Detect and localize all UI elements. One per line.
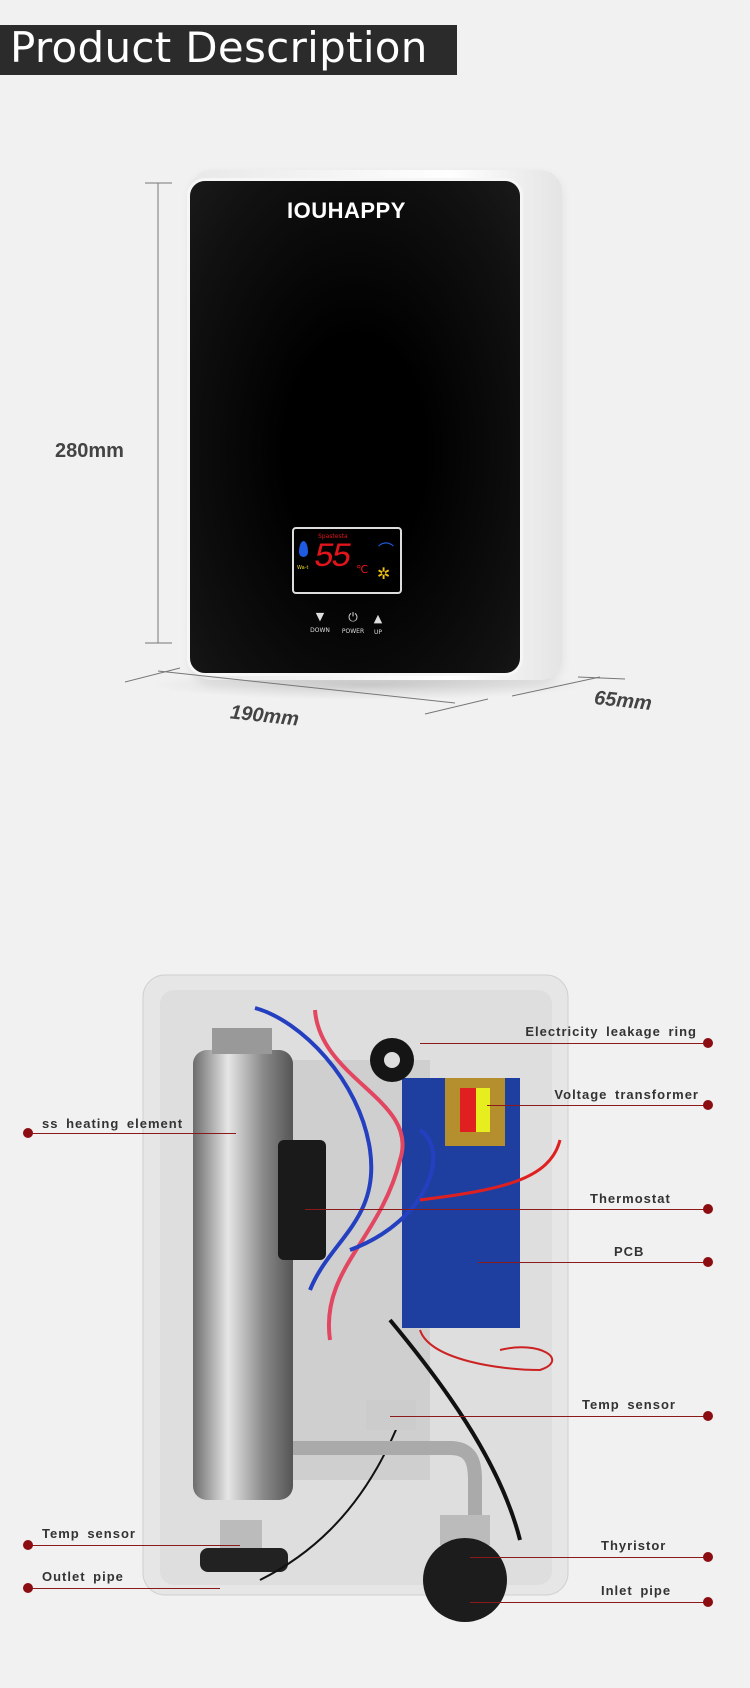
page-title: Product Description — [10, 23, 428, 72]
chevron-up-icon: ▲ — [373, 612, 383, 625]
callout-dot — [23, 1540, 33, 1550]
product-front-view: IOUHAPPY Spastesta Wa-t 55 ℃ ⌒ ✲ ▼ DOWN … — [0, 150, 750, 850]
down-label: DOWN — [310, 627, 330, 634]
callout-thyristor: Thyristor — [601, 1538, 667, 1553]
callout-outlet-pipe: Outlet pipe — [42, 1569, 124, 1584]
callout-line — [28, 1588, 220, 1589]
callout-line — [305, 1209, 708, 1210]
callout-electricity-leakage-ring: Electricity leakage ring — [525, 1024, 697, 1039]
callout-pcb: PCB — [614, 1244, 645, 1259]
power-button[interactable]: ⏻ POWER — [338, 610, 368, 635]
callout-dot — [703, 1204, 713, 1214]
callout-thermostat: Thermostat — [590, 1191, 671, 1206]
flame-icon — [299, 541, 308, 557]
callout-dot — [703, 1597, 713, 1607]
callout-dot — [703, 1100, 713, 1110]
callout-dot — [703, 1257, 713, 1267]
up-label: UP — [373, 629, 382, 636]
callout-ss-heating-element: ss heating element — [42, 1116, 184, 1131]
temperature-value: 55 — [314, 539, 352, 577]
brand-logo: IOUHAPPY — [287, 198, 406, 223]
callout-inlet-pipe: Inlet pipe — [601, 1583, 672, 1598]
down-button[interactable]: ▼ DOWN — [307, 610, 333, 634]
power-icon: ⏻ — [348, 610, 358, 624]
display-mode-text: Spastesta — [318, 533, 348, 540]
callout-dot — [23, 1583, 33, 1593]
temperature-display: Spastesta Wa-t 55 ℃ ⌒ ✲ — [292, 527, 402, 594]
callout-line — [478, 1262, 708, 1263]
callout-temp-sensor-right: Temp sensor — [582, 1397, 676, 1412]
callout-temp-sensor-left: Temp sensor — [42, 1526, 136, 1541]
callout-line — [487, 1105, 708, 1106]
callout-line — [28, 1133, 236, 1134]
internals-view: Electricity leakage ring Voltage transfo… — [0, 960, 750, 1688]
temperature-unit: ℃ — [356, 563, 369, 576]
chevron-down-icon: ▼ — [315, 610, 325, 623]
callout-line — [470, 1557, 708, 1558]
callout-line — [470, 1602, 708, 1603]
callout-dot — [23, 1128, 33, 1138]
fan-icon: ✲ — [377, 564, 391, 583]
callout-line — [420, 1043, 708, 1044]
callout-line — [390, 1416, 708, 1417]
callout-line — [28, 1545, 240, 1546]
section-title-bar: Product Description — [0, 23, 457, 75]
callout-dot — [703, 1038, 713, 1048]
internal-components-illustration — [142, 974, 569, 1622]
power-label: POWER — [341, 628, 365, 635]
dimension-lines — [124, 182, 626, 715]
callout-dot — [703, 1411, 713, 1421]
up-button[interactable]: ▲ UP — [368, 612, 388, 636]
height-dimension: 280mm — [55, 440, 124, 462]
callout-dot — [703, 1552, 713, 1562]
callout-voltage-transformer: Voltage transformer — [554, 1087, 699, 1102]
shower-icon: ⌒ — [378, 541, 395, 560]
display-water-text: Wa-t — [297, 565, 309, 571]
